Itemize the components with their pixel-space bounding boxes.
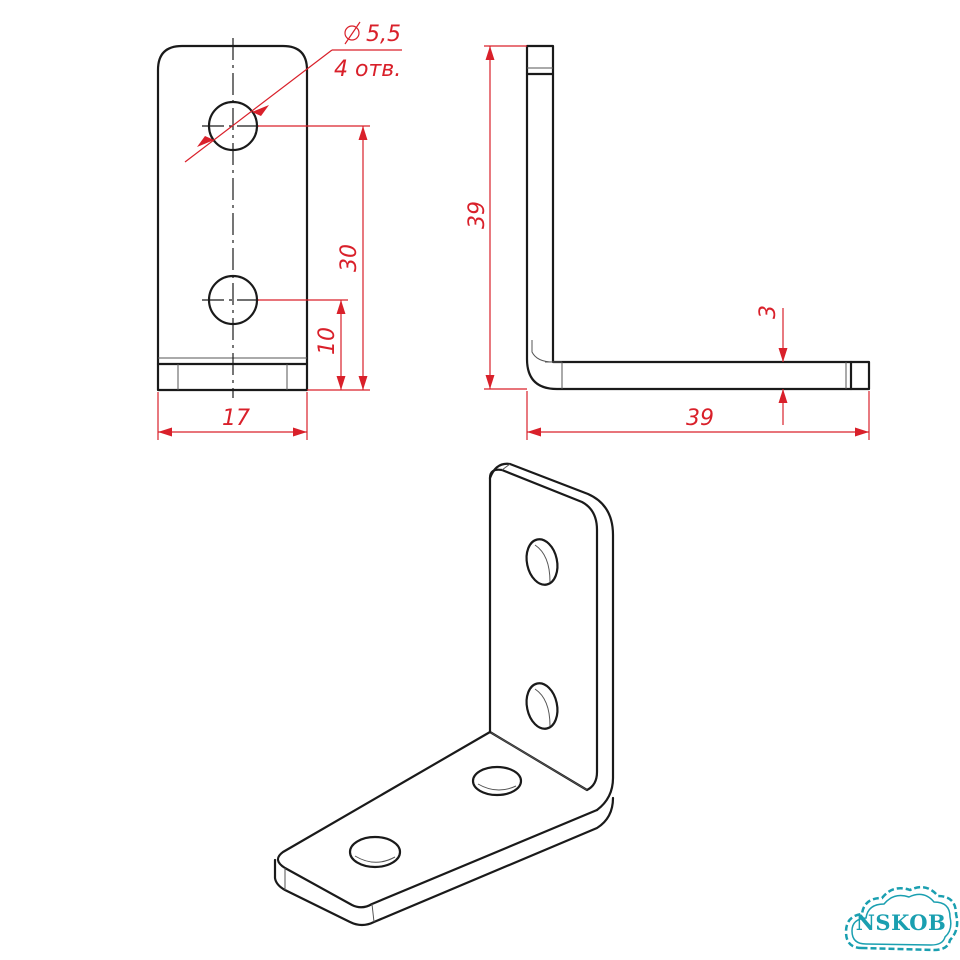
diameter-leader-line <box>184 49 333 163</box>
diameter-value-label: 5,5 <box>366 22 401 47</box>
logo-text: NSKOB <box>856 910 947 935</box>
front-view <box>156 38 309 398</box>
side-view-outline <box>525 44 871 391</box>
iso-vertical-plate-top-edge <box>501 463 511 471</box>
isometric-view <box>273 462 615 927</box>
iso-hole-horizontal-left <box>348 835 402 869</box>
front-view-outline <box>156 44 309 392</box>
nskob-logo: NSKOB <box>844 885 959 952</box>
iso-hole-vertical-lower <box>525 682 559 730</box>
side-view <box>525 44 871 391</box>
front-view-dimensions: 5,5 4 отв. 30 10 17 <box>157 21 402 440</box>
side-view-inner-bend-arc <box>531 340 554 363</box>
iso-hole-horizontal-right <box>471 765 523 797</box>
iso-hole-vertical-upper <box>525 538 559 586</box>
vertical-leg-label: 39 <box>465 201 490 229</box>
diameter-symbol <box>344 21 361 45</box>
diameter-arrow-inner <box>252 105 269 116</box>
hole-offset-label: 10 <box>315 327 340 355</box>
iso-horizontal-plate-edge <box>273 796 615 927</box>
iso-vertical-plate-edge <box>488 462 615 812</box>
iso-bend-line <box>489 731 588 791</box>
hole-count-label: 4 отв. <box>334 57 401 82</box>
iso-plate-edge-line-2 <box>371 903 375 923</box>
iso-horizontal-plate-face <box>276 730 599 909</box>
side-view-dimensions: 39 39 3 <box>465 45 870 440</box>
diameter-arrow-outer <box>197 136 214 147</box>
width-label: 17 <box>222 406 250 431</box>
logo-cloud-inner <box>851 893 952 946</box>
hole-spacing-label: 30 <box>337 244 362 272</box>
horizontal-leg-label: 39 <box>686 406 714 431</box>
thickness-label: 3 <box>756 305 781 319</box>
